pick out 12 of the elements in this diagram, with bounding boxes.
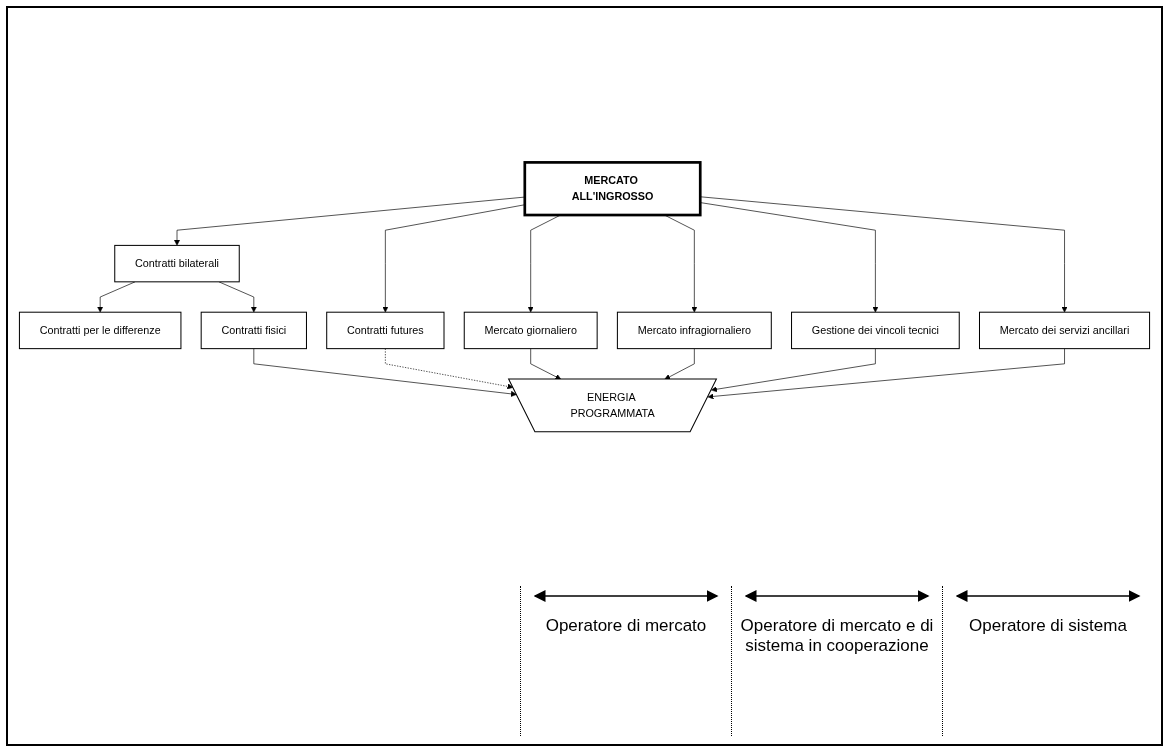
node-box: MERCATO ALL'INGROSSO [523, 161, 702, 217]
operator-label: Operatore di sistema [969, 616, 1127, 636]
operator-label: Operatore di mercato e di sistema in cooperazione [739, 616, 935, 656]
node-box: Contratti fisici [200, 311, 307, 350]
node-box: Contratti per le differenze [18, 311, 182, 350]
node-box: Gestione dei vincoli tecnici [791, 311, 960, 350]
node-box: Mercato dei servizi ancillari [979, 311, 1151, 350]
node-box: Mercato infragiornaliero [616, 311, 772, 350]
node-box: Contratti futures [326, 311, 445, 350]
node-box: Mercato giornaliero [463, 311, 598, 350]
node-box: Contratti bilaterali [114, 244, 240, 283]
operator-label: Operatore di mercato [545, 616, 707, 636]
